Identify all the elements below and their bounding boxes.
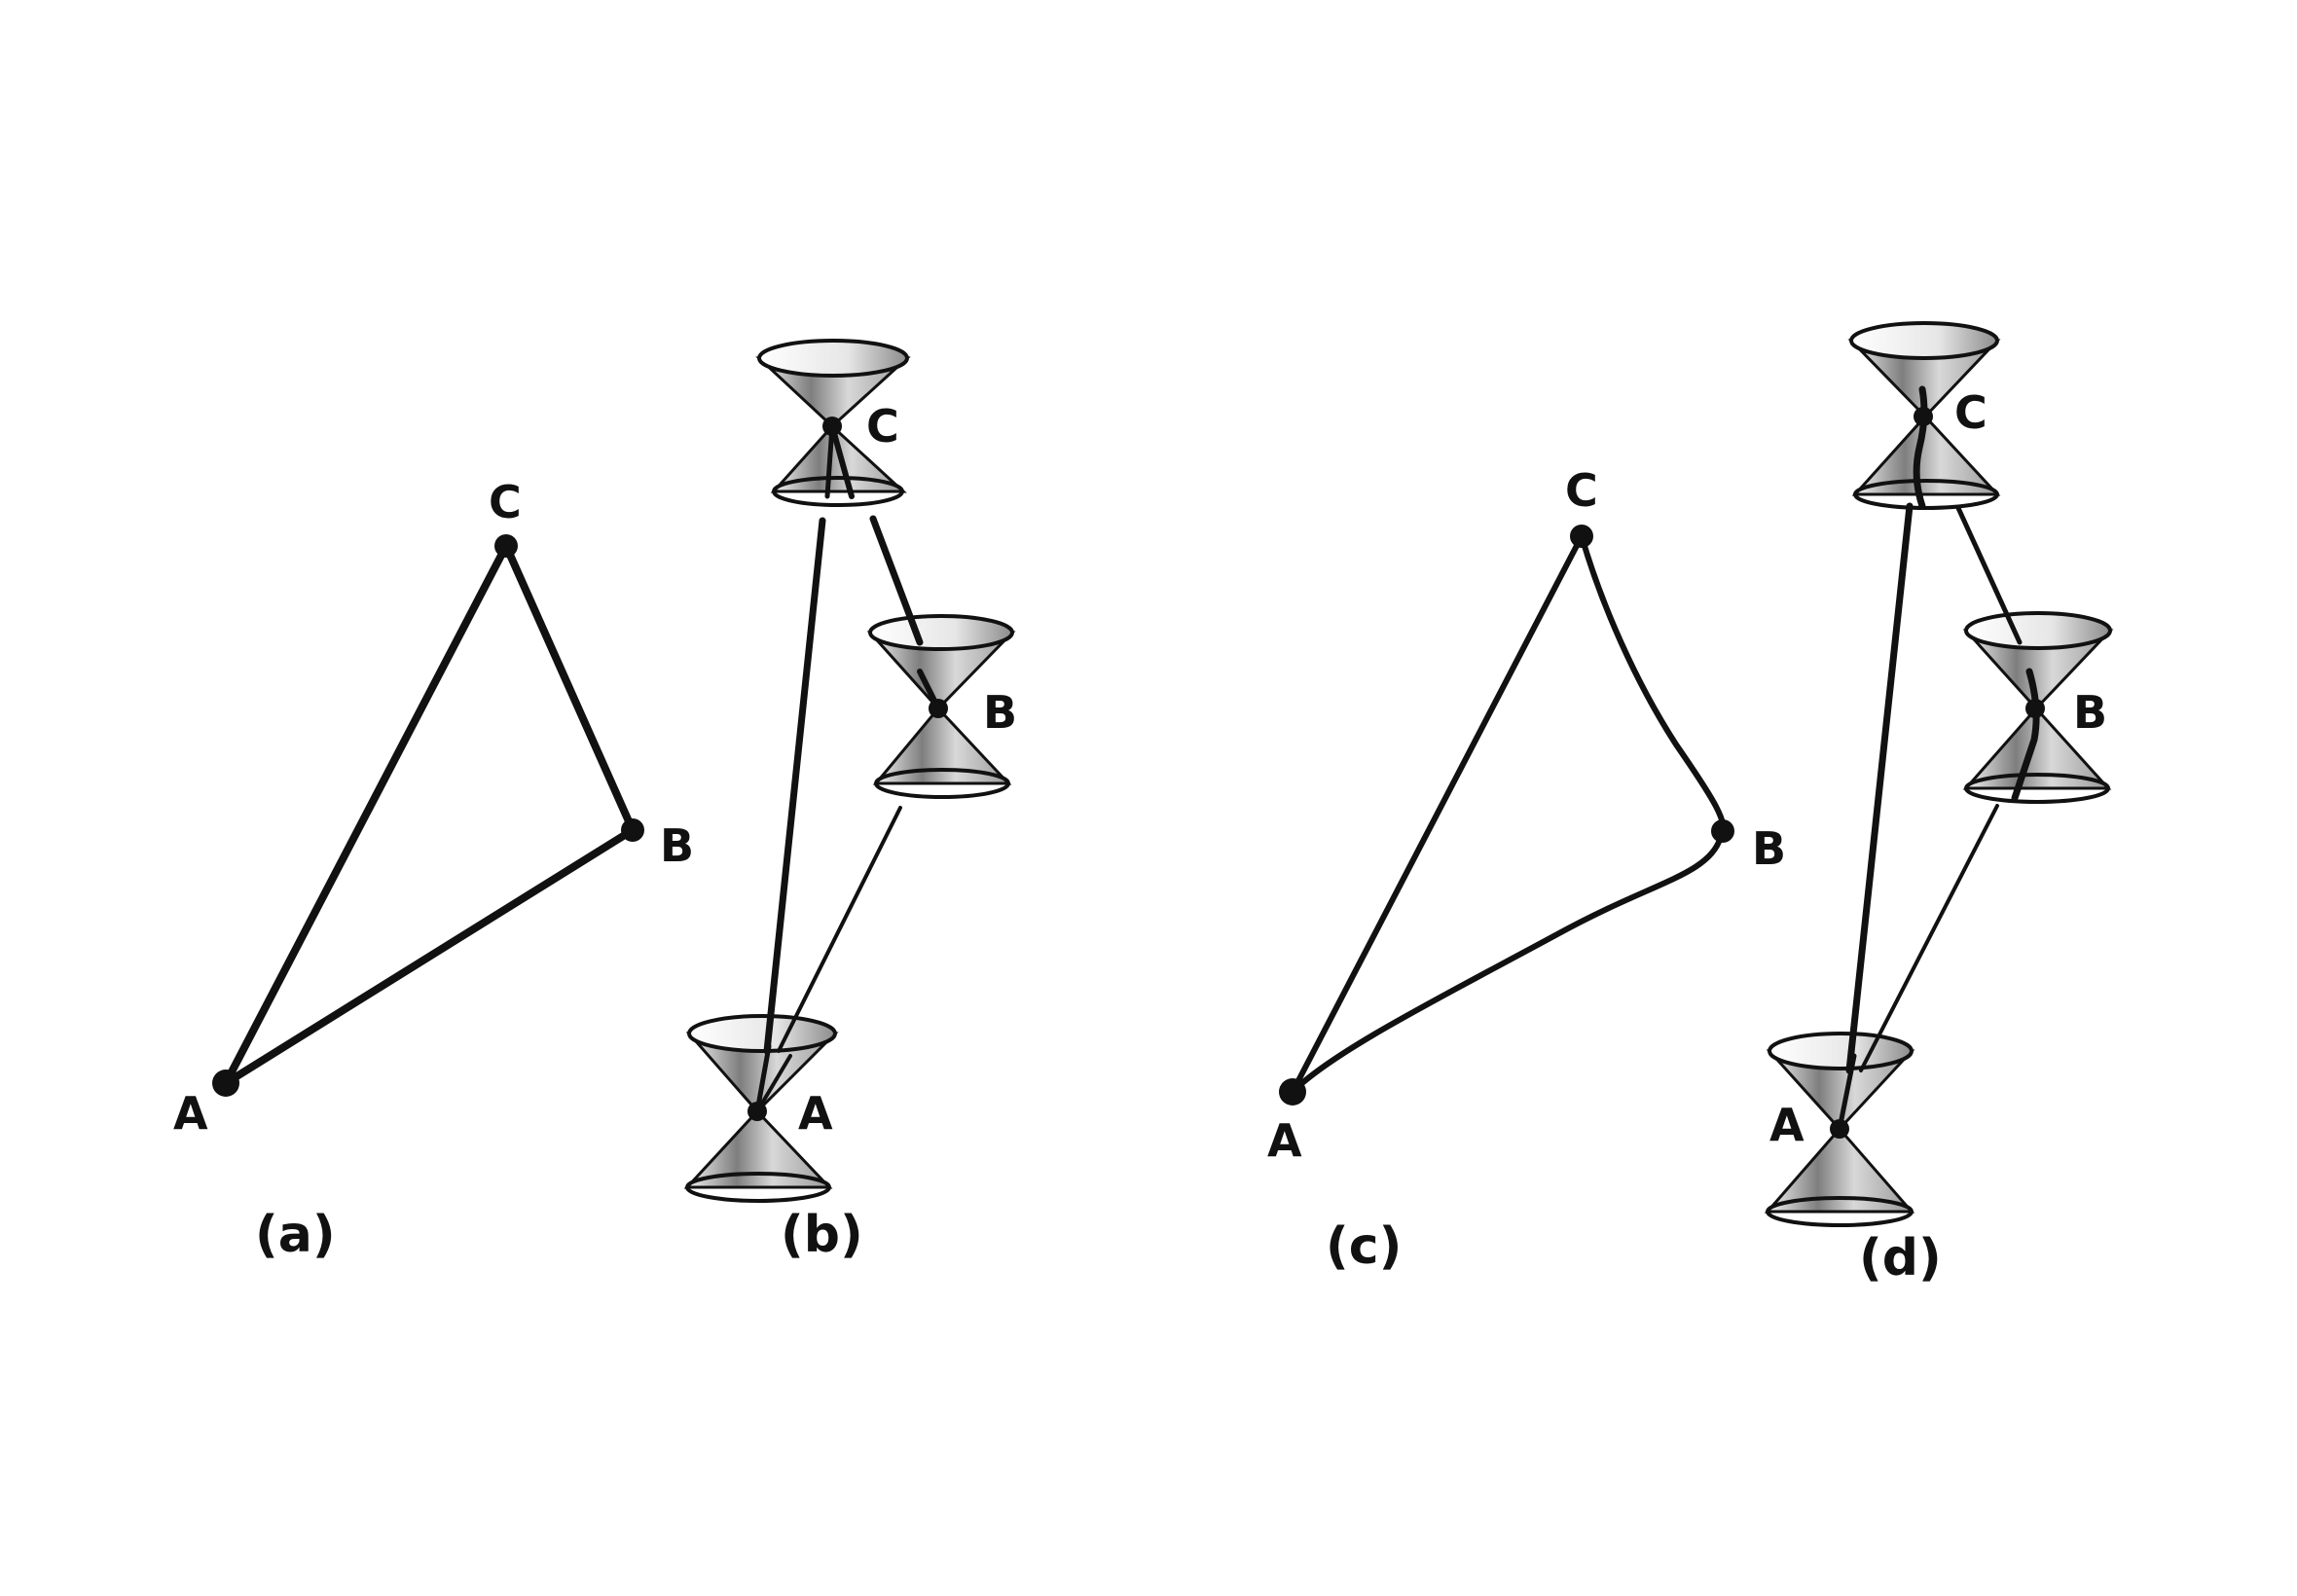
caption-d: (d): [1859, 1229, 1942, 1288]
point-c: [1570, 525, 1593, 548]
label-b: B: [2073, 686, 2107, 739]
light-cone-icon: [1962, 611, 2114, 804]
point-c: [822, 417, 842, 436]
label-c: C: [1954, 386, 1987, 439]
label-b: B: [983, 686, 1017, 739]
edge-c-b: [1955, 505, 2023, 645]
panel-c: C B A (c): [1267, 464, 1786, 1276]
label-a: A: [1267, 1114, 1302, 1167]
edge-b-a: [1290, 834, 1724, 1095]
edge-a-c: [1290, 533, 1585, 1095]
worldline-c: [829, 423, 855, 499]
caption-a: (a): [255, 1206, 336, 1264]
label-b: B: [660, 819, 694, 872]
point-b: [621, 818, 644, 842]
edge-c-a: [1845, 502, 1914, 1074]
edge-b-a: [777, 806, 902, 1053]
worldline-c: [1913, 385, 1928, 510]
label-c: C: [489, 476, 522, 528]
panel-b: C B A (b): [683, 339, 1017, 1264]
light-cone-icon: [1847, 321, 2001, 510]
edge-c-b: [1579, 533, 1727, 840]
label-a: A: [173, 1087, 208, 1140]
edge-c-b: [502, 542, 637, 834]
light-cone-icon: [866, 614, 1016, 799]
caption-c: (c): [1326, 1217, 1402, 1276]
label-b: B: [1752, 822, 1786, 875]
point-b: [1711, 819, 1734, 843]
edge-b-a: [222, 826, 637, 1087]
point-a: [212, 1070, 239, 1097]
edge-c-a: [763, 517, 826, 1055]
edge-c-b: [869, 515, 924, 646]
point-c: [1914, 407, 1933, 426]
label-a: A: [1769, 1099, 1805, 1151]
point-a: [1830, 1119, 1849, 1139]
edge-b-a: [1859, 804, 1999, 1072]
worldline-a: [754, 1043, 772, 1114]
panel-d: C B A (d): [1764, 321, 2114, 1288]
worldline-c-2: [824, 423, 835, 499]
point-b: [2025, 699, 2045, 718]
label-c: C: [866, 400, 899, 453]
point-c: [494, 534, 518, 558]
worldline-b: [2011, 668, 2040, 802]
point-a: [1279, 1078, 1306, 1106]
label-a: A: [798, 1087, 833, 1140]
point-a: [747, 1102, 767, 1121]
worldline-a: [1837, 1053, 1857, 1132]
panel-a: C B A (a): [173, 476, 694, 1264]
caption-b: (b): [781, 1206, 863, 1264]
edge-a-c: [222, 542, 510, 1087]
worldline-a-2: [755, 1054, 792, 1113]
label-c: C: [1565, 464, 1598, 517]
point-b: [929, 699, 948, 718]
